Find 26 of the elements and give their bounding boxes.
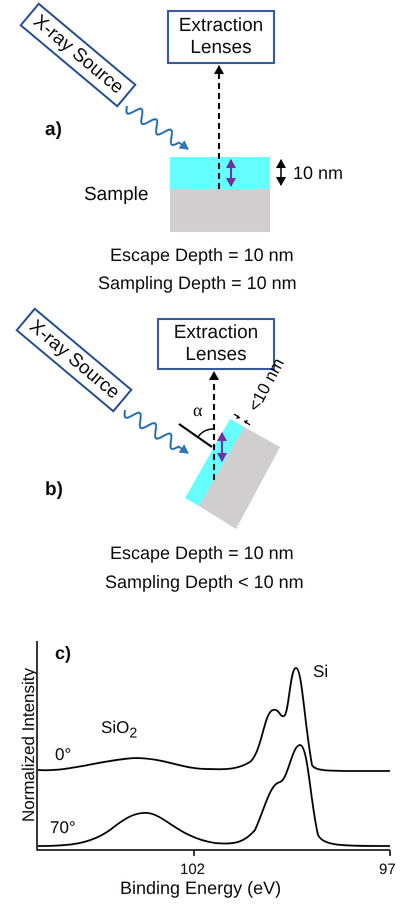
peak-label: Si <box>313 662 328 682</box>
axis-title: Binding Energy (eV) <box>120 878 282 898</box>
wavy-arrow <box>126 106 189 150</box>
axis-title: Normalized Intensity <box>19 668 39 822</box>
caption-text: Escape Depth = 10 nm <box>110 543 294 563</box>
caption-text: Sampling Depth = 10 nm <box>98 273 297 293</box>
dimension-text: 10 nm <box>293 163 344 183</box>
label-box <box>167 10 275 64</box>
box-text: Extraction Lenses <box>172 322 260 366</box>
tick-label: 97 <box>379 860 396 880</box>
peak-label: SiO$_{2}$ <box>101 718 138 744</box>
caption-text: Sampling Depth < 10 nm <box>105 572 304 592</box>
angle-symbol: α <box>193 400 202 420</box>
curve-label: 70° <box>50 818 76 838</box>
tick-label: 102 <box>180 860 206 880</box>
dashed-arrow <box>209 371 219 480</box>
dashed-arrow <box>214 65 224 189</box>
sample-block <box>170 157 270 232</box>
wavy-arrow <box>124 410 189 454</box>
caption-text: Escape Depth = 10 nm <box>110 245 294 265</box>
sample-block <box>183 418 280 530</box>
panel-label: b) <box>45 480 63 500</box>
box-text: Extraction Lenses <box>178 15 264 59</box>
curve-label: 0° <box>55 745 72 765</box>
panel-label: c) <box>55 643 72 663</box>
sample-label: Sample <box>84 185 148 205</box>
